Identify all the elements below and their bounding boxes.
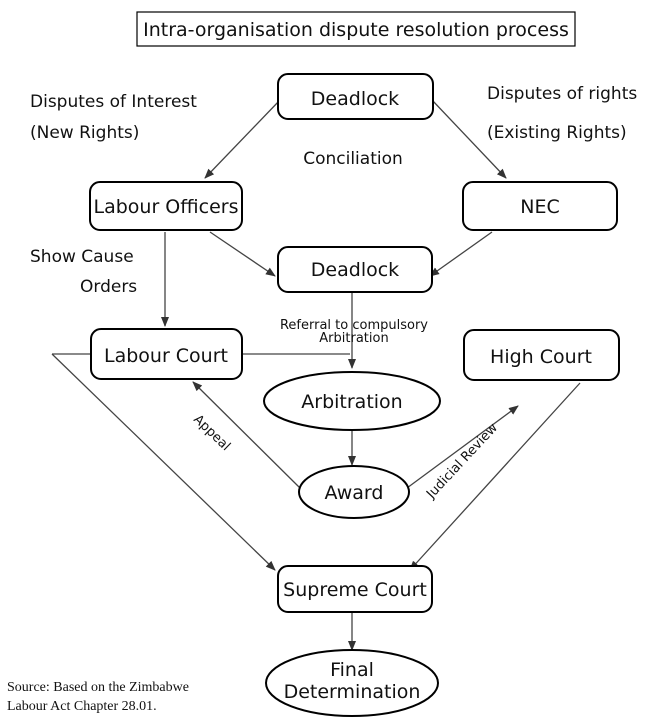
node-labour-court	[90, 328, 243, 380]
node-supreme-court	[277, 565, 433, 613]
node-award	[298, 465, 410, 519]
node-high-court-label: High Court	[490, 346, 592, 368]
edge-labour-officers-to-deadlock	[209, 231, 276, 277]
node-labour-court-label: Labour Court	[104, 345, 228, 367]
node-final-determination-line1: Final	[330, 659, 374, 681]
label-show-cause-line1: Show Cause	[30, 247, 134, 267]
node-high-court	[463, 329, 620, 381]
title-box	[136, 11, 576, 47]
node-supreme-court-label: Supreme Court	[283, 579, 427, 601]
node-deadlock-top	[277, 73, 434, 120]
node-award-label: Award	[325, 482, 384, 504]
edge-deadlock-to-labour-officers	[204, 99, 281, 179]
node-final-determination-line2: Determination	[284, 681, 421, 703]
edge-deadlock-to-nec	[431, 99, 507, 179]
label-conciliation: Conciliation	[303, 149, 403, 169]
left-heading-line1: Disputes of Interest	[30, 92, 197, 112]
label-show-cause-line2: Orders	[80, 277, 137, 297]
edge-high-court-to-supreme-court	[409, 382, 581, 571]
label-appeal: Appeal	[190, 412, 233, 454]
source-note-line2: Labour Act Chapter 28.01.	[7, 699, 157, 714]
source-note-line1: Source: Based on the Zimbabwe	[7, 680, 189, 695]
left-heading-line2: (New Rights)	[30, 123, 139, 143]
node-nec	[462, 181, 618, 231]
right-heading-line2: (Existing Rights)	[487, 123, 627, 143]
edge-award-to-high-court	[406, 405, 519, 489]
node-final-determination	[265, 649, 439, 717]
right-heading-line1: Disputes of rights	[487, 84, 637, 104]
diagram-title: Intra-organisation dispute resolution pr…	[143, 19, 569, 41]
node-deadlock-top-label: Deadlock	[311, 88, 399, 110]
node-labour-officers-label: Labour Officers	[94, 196, 239, 218]
label-judicial-review: Judicial Review	[423, 420, 501, 502]
node-nec-label: NEC	[520, 196, 559, 218]
node-arbitration-label: Arbitration	[301, 391, 402, 413]
node-arbitration	[263, 371, 441, 431]
edge-award-to-labour-court	[192, 381, 301, 489]
label-referral-line2: Arbitration	[319, 331, 388, 346]
node-deadlock-mid-label: Deadlock	[311, 259, 399, 281]
edge-labour-court-to-supreme-court	[51, 353, 276, 571]
node-deadlock-mid	[277, 246, 433, 293]
label-referral-line1: Referral to compulsory	[280, 318, 428, 333]
node-labour-officers	[89, 181, 243, 231]
edge-nec-to-deadlock	[429, 231, 493, 277]
